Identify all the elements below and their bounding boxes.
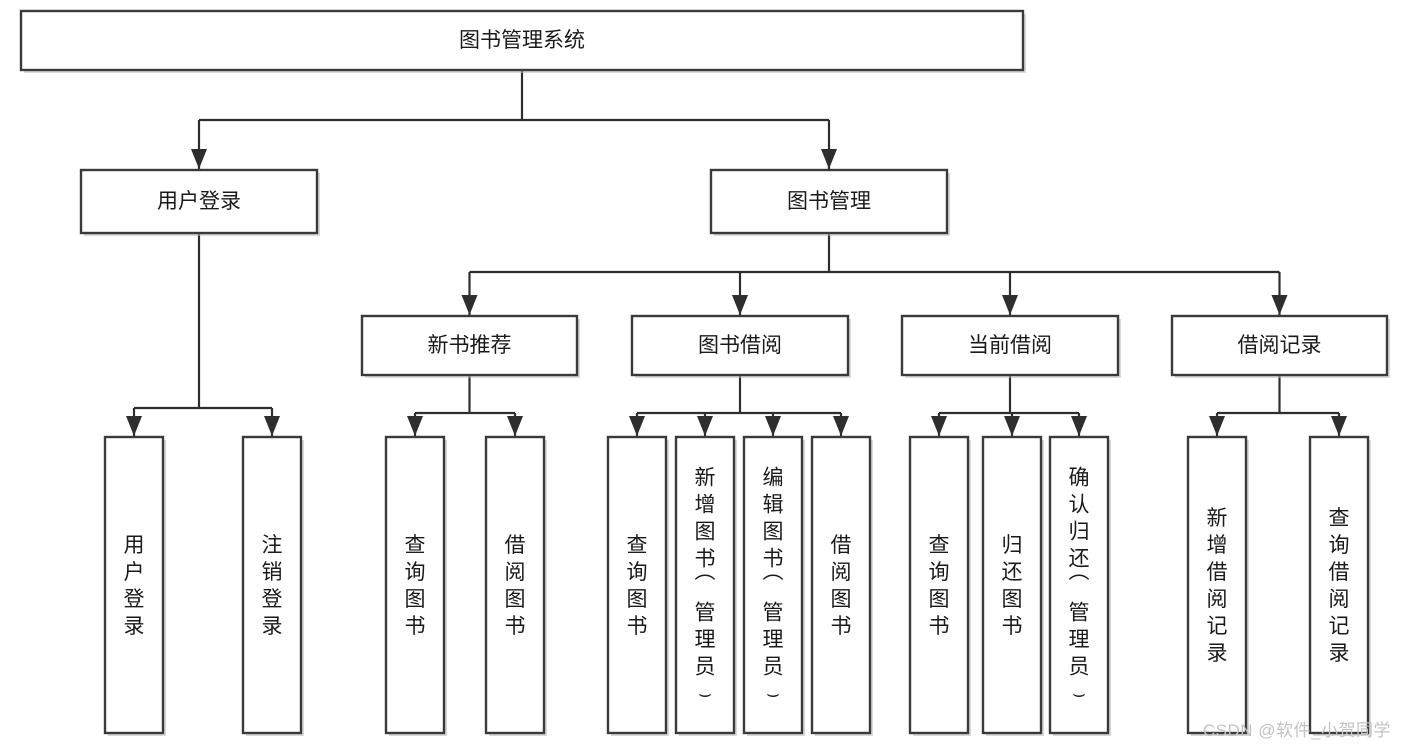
arrow-head-icon	[732, 295, 748, 315]
node-leaf-1[interactable]: 注销登录	[241, 435, 304, 736]
arrow-head-icon	[833, 416, 849, 436]
node-leaf-4[interactable]: 查询图书	[606, 435, 669, 736]
connector-layer	[126, 70, 1347, 436]
node-leaf-3[interactable]: 借阅图书	[484, 435, 547, 736]
node-label: 图书管理	[787, 190, 871, 213]
arrow-head-icon	[1271, 295, 1288, 315]
node-label: 借阅图书	[505, 534, 526, 638]
arrow-head-icon	[1331, 416, 1347, 436]
node-label: 查询图书	[405, 534, 426, 638]
node-label: 新书推荐	[428, 334, 512, 357]
node-leaf-8[interactable]: 查询图书	[908, 435, 971, 736]
arrow-head-icon	[697, 416, 713, 436]
node-label: 归还图书	[1002, 534, 1023, 638]
node-label: 新增借阅记录	[1207, 507, 1228, 665]
node-level3-3[interactable]: 借阅记录	[1170, 314, 1390, 378]
node-label: 新增图书⌒管理员⌣	[695, 467, 716, 706]
arrow-head-icon	[191, 149, 207, 169]
arrow-head-icon	[1002, 295, 1018, 315]
node-label: 查询借阅记录	[1329, 507, 1350, 665]
arrow-head-icon	[407, 416, 423, 436]
node-label: 用户登录	[157, 190, 241, 213]
node-level2-1[interactable]: 图书管理	[709, 168, 950, 236]
arrow-head-icon	[765, 416, 781, 436]
arrow-head-icon	[629, 416, 645, 436]
node-label: 编辑图书⌒管理员⌣	[763, 467, 784, 706]
arrow-head-icon	[461, 295, 478, 315]
node-leaf-0[interactable]: 用户登录	[103, 435, 166, 736]
node-leaf-9[interactable]: 归还图书	[981, 435, 1044, 736]
node-leaf-5[interactable]: 新增图书⌒管理员⌣	[674, 435, 737, 736]
node-leaf-11[interactable]: 新增借阅记录	[1186, 435, 1249, 736]
arrow-head-icon	[126, 416, 142, 436]
node-leaf-10[interactable]: 确认归还⌒管理员⌣	[1048, 435, 1111, 736]
node-label: 查询图书	[627, 534, 648, 638]
arrow-head-icon	[821, 149, 837, 169]
node-leaf-6[interactable]: 编辑图书⌒管理员⌣	[742, 435, 805, 736]
node-level3-1[interactable]: 图书借阅	[630, 314, 851, 378]
node-level3-2[interactable]: 当前借阅	[900, 314, 1121, 378]
arrow-head-icon	[1004, 416, 1020, 436]
arrow-head-icon	[264, 416, 280, 436]
node-label: 图书借阅	[698, 334, 782, 357]
node-leaf-2[interactable]: 查询图书	[384, 435, 447, 736]
node-leaf-12[interactable]: 查询借阅记录	[1308, 435, 1371, 736]
node-label: 借阅图书	[831, 534, 852, 638]
node-root-图书管理系统[interactable]: 图书管理系统	[19, 9, 1026, 73]
arrow-head-icon	[1071, 416, 1087, 436]
node-label: 当前借阅	[968, 334, 1052, 357]
arrow-head-icon	[931, 416, 947, 436]
arrow-head-icon	[1209, 416, 1225, 436]
node-leaf-7[interactable]: 借阅图书	[810, 435, 873, 736]
node-label: 注销登录	[262, 534, 283, 638]
node-label: 用户登录	[124, 534, 145, 638]
node-label: 借阅记录	[1238, 334, 1322, 357]
arrow-head-icon	[507, 416, 523, 436]
node-label: 确认归还⌒管理员⌣	[1069, 467, 1090, 706]
node-label: 查询图书	[929, 534, 950, 638]
node-label: 图书管理系统	[459, 29, 585, 52]
node-level2-0[interactable]: 用户登录	[79, 168, 320, 236]
node-layer: 图书管理系统用户登录图书管理新书推荐图书借阅当前借阅借阅记录用户登录注销登录查询…	[19, 9, 1390, 736]
node-level3-0[interactable]: 新书推荐	[360, 314, 580, 378]
